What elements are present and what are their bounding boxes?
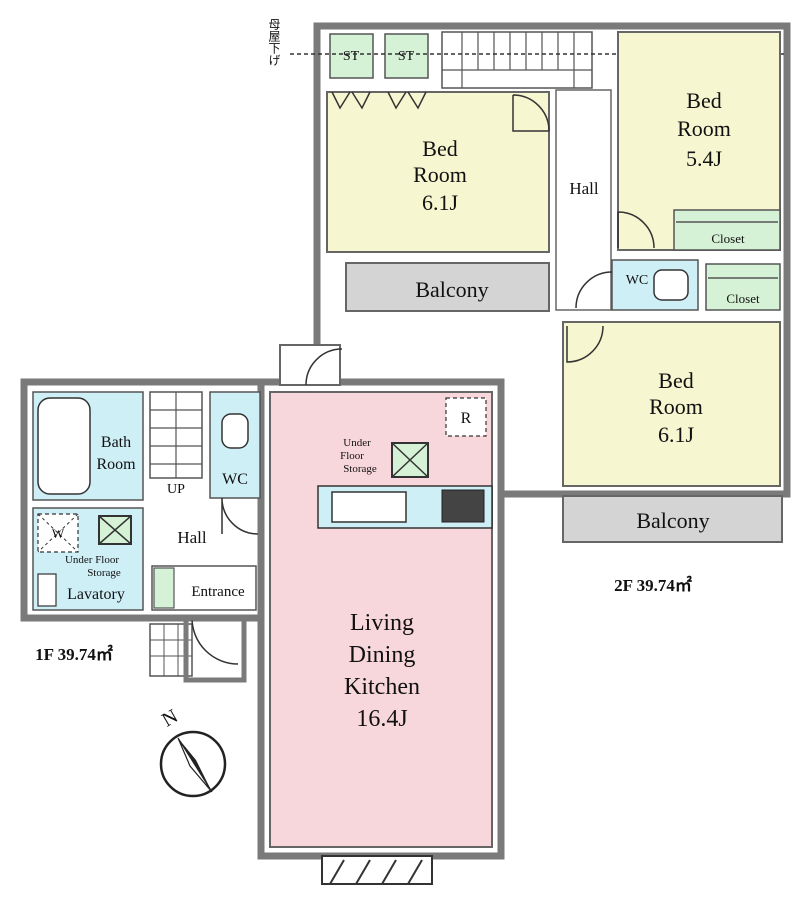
closet-door-2 xyxy=(387,91,427,110)
bedroom2-size: 5.4J xyxy=(686,146,723,171)
balcony2 xyxy=(562,495,783,543)
lavatory-storage-label-line1: Under Floor xyxy=(65,554,119,566)
stairs-up-label: UP xyxy=(167,482,185,497)
hall-1f-label: Hall xyxy=(177,528,207,547)
st-label-2: ST xyxy=(398,49,415,64)
bedroom3-label-line2: Room xyxy=(649,394,703,419)
ldk-floor xyxy=(269,391,493,848)
closet-door-1 xyxy=(331,91,371,110)
closet1-label: Closet xyxy=(711,231,745,246)
entrance-porch-wall xyxy=(183,615,247,683)
kitchen-storage-label-line3: Storage xyxy=(343,463,377,475)
bedroom2-door xyxy=(617,211,655,249)
washer-label: W xyxy=(52,526,65,541)
refrigerator xyxy=(445,397,487,437)
toilet-2f-icon xyxy=(653,269,689,301)
floor-1: Living Dining Kitchen 16.4J R Under Floo… xyxy=(20,344,505,885)
bath-label-line1: Bath xyxy=(101,434,131,451)
ldk-label-line1: Living xyxy=(350,610,414,636)
bedroom2-label-line1: Bed xyxy=(686,88,721,113)
bedroom1-label-line1: Bed xyxy=(422,136,457,161)
washer-space xyxy=(37,513,79,553)
bedroom1-door xyxy=(512,94,550,132)
shoe-cabinet xyxy=(153,567,175,609)
ldk-top-door xyxy=(305,348,343,386)
st-storage-2 xyxy=(384,33,429,79)
stairs-2f-treads xyxy=(442,32,592,88)
compass-needle-tail xyxy=(177,737,213,793)
wc-1f-door xyxy=(221,497,259,535)
compass: N xyxy=(158,705,227,798)
closet1 xyxy=(673,209,781,251)
stove-icon xyxy=(441,489,485,523)
floor1-area-label: 1F 39.74㎡ xyxy=(35,644,113,664)
bedroom1-size: 6.1J xyxy=(422,190,459,215)
bathtub xyxy=(37,397,91,495)
ldk-bottom-bay-hatch xyxy=(329,859,423,885)
balcony1-label: Balcony xyxy=(415,277,488,302)
roof-note: 母屋下げ xyxy=(267,18,281,66)
lavatory-label: Lavatory xyxy=(67,586,125,603)
st-storage-1 xyxy=(329,33,374,79)
bedroom2-label-line2: Room xyxy=(677,116,731,141)
floor2-area-label: 2F 39.74㎡ xyxy=(614,575,692,595)
entrance-label: Entrance xyxy=(191,584,245,600)
vanity xyxy=(37,573,57,607)
lavatory-storage-cross xyxy=(98,515,132,545)
bedroom3-floor xyxy=(562,321,781,487)
stairs-1f-treads xyxy=(150,392,202,478)
ldk-label-line2: Dining xyxy=(349,642,416,668)
wc-1f-label: WC xyxy=(222,471,248,488)
refrigerator-label: R xyxy=(461,410,472,427)
ldk-bottom-bay xyxy=(321,855,433,885)
bedroom3-label-line1: Bed xyxy=(658,368,693,393)
wc-2f-label: WC xyxy=(626,273,649,288)
closet2-label: Closet xyxy=(726,291,760,306)
bedroom3-door xyxy=(566,325,604,363)
balcony1 xyxy=(345,262,550,312)
ldk-label-line3: Kitchen xyxy=(344,674,420,700)
balcony2-label: Balcony xyxy=(636,508,709,533)
kitchen-storage-label-line1: Under xyxy=(343,437,371,449)
kitchen-storage-cross xyxy=(391,442,429,478)
toilet-1f-icon xyxy=(221,413,249,449)
ldk-size: 16.4J xyxy=(356,706,407,732)
kitchen-storage-label-line2: Floor xyxy=(340,450,364,462)
kitchen-sink xyxy=(331,491,407,523)
bedroom3-size: 6.1J xyxy=(658,422,695,447)
bath-label-line2: Room xyxy=(96,456,136,473)
bedroom1-label-line2: Room xyxy=(413,162,467,187)
bedroom1-floor xyxy=(326,91,550,253)
closet2 xyxy=(705,263,781,311)
lavatory-storage-label-line2: Storage xyxy=(87,567,121,579)
stairs-2f xyxy=(441,31,593,89)
hall-2f-label: Hall xyxy=(569,179,599,198)
wc-2f-door xyxy=(575,271,613,309)
hall-2f xyxy=(555,89,612,311)
compass-north-label: N xyxy=(158,705,182,731)
entrance-door xyxy=(191,617,239,665)
st-label-1: ST xyxy=(343,49,360,64)
porch-steps-grid xyxy=(150,624,192,676)
